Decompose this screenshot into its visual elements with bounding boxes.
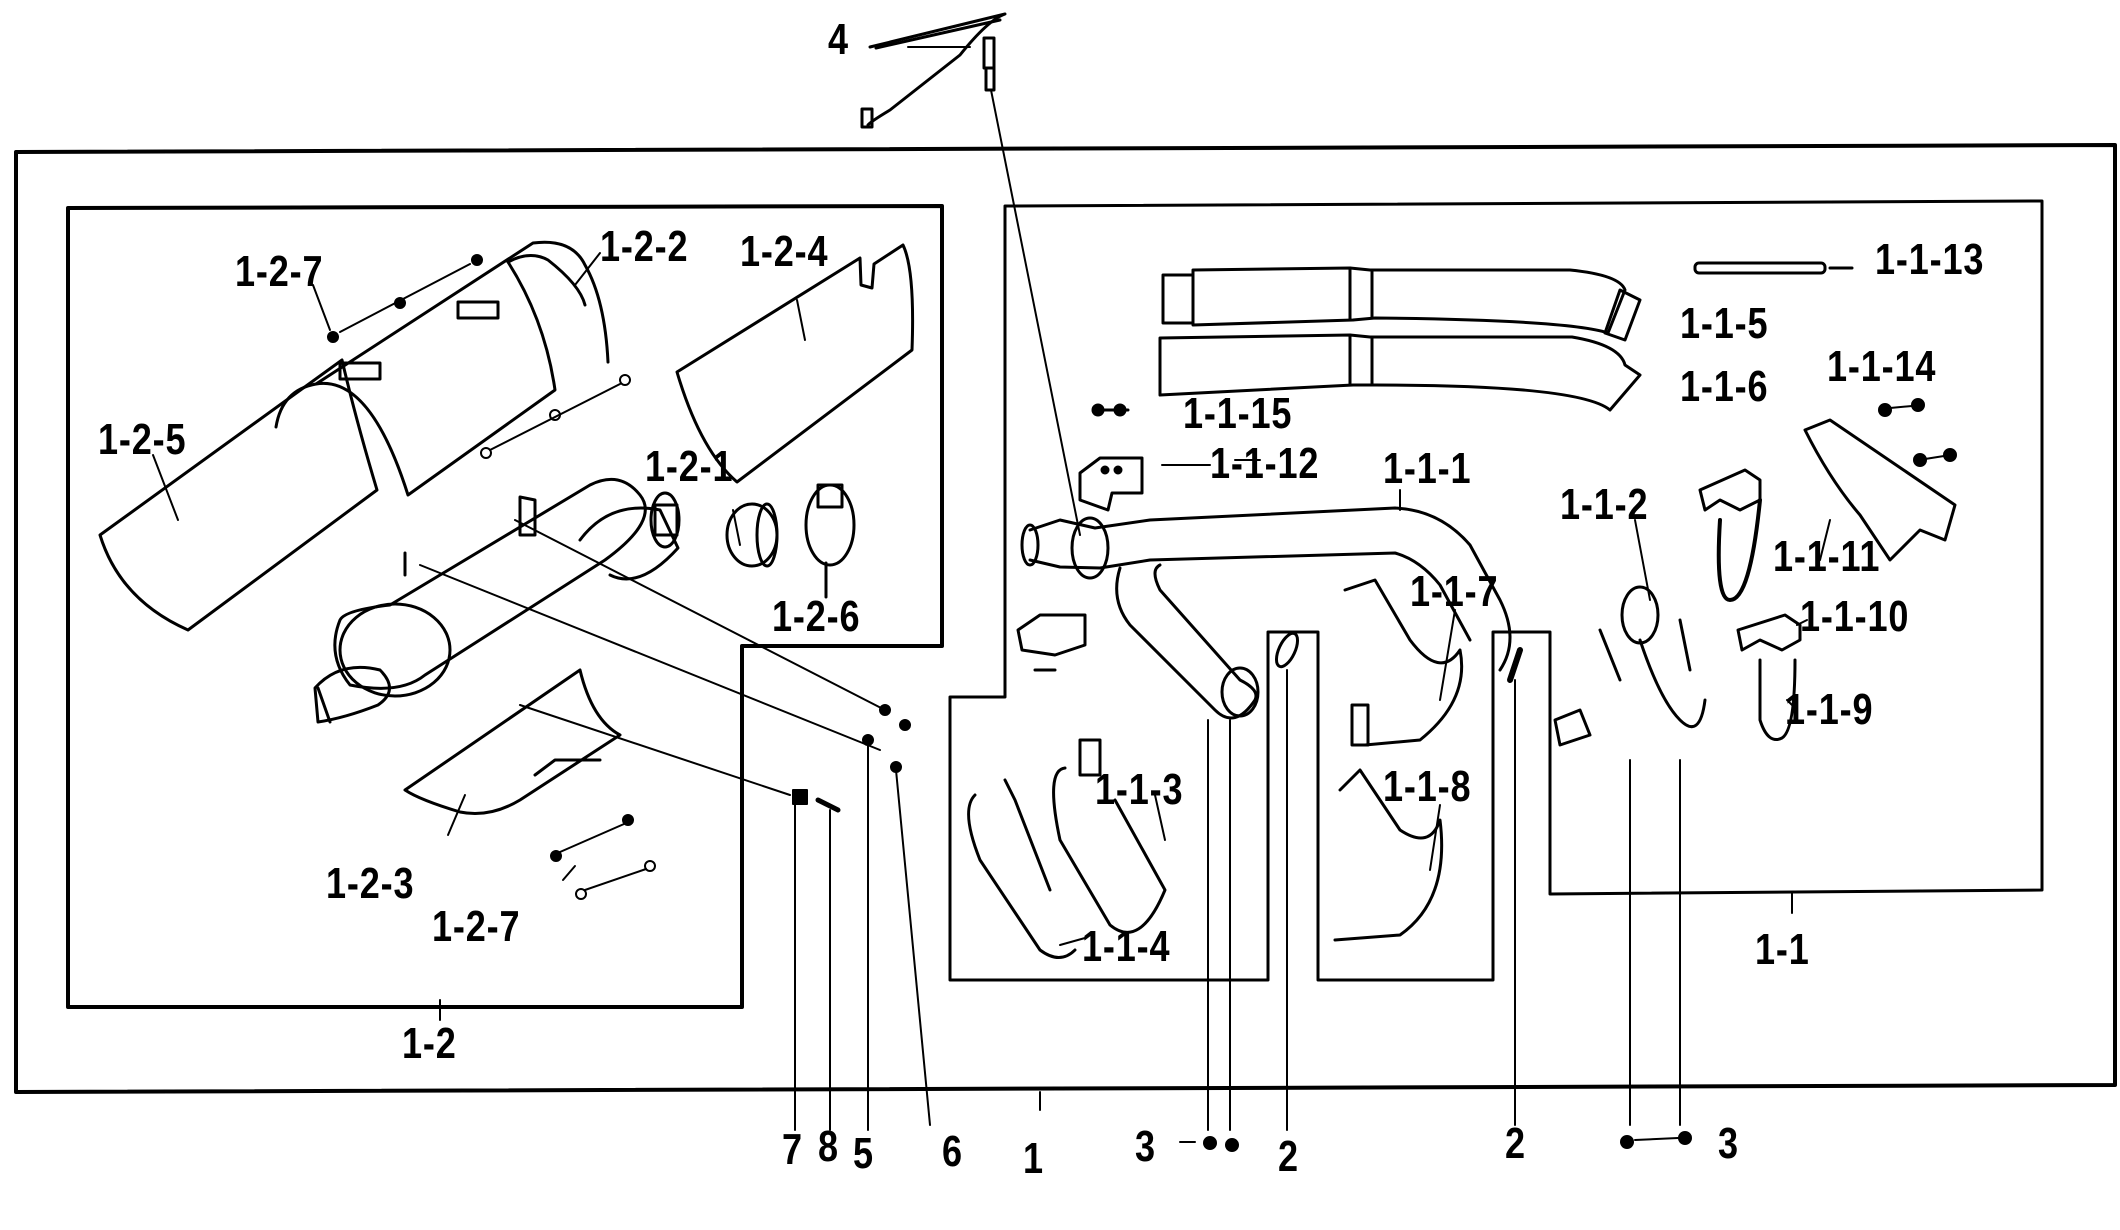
label-part-6: 6 bbox=[942, 1127, 963, 1176]
part-1-2-1 bbox=[725, 502, 779, 568]
pipe-1-1-7 bbox=[1343, 578, 1464, 747]
label-part-1-2-5: 1-2-5 bbox=[98, 415, 187, 464]
label-part-4: 4 bbox=[828, 15, 849, 64]
tube-1-1-6 bbox=[1158, 333, 1642, 412]
pipe-1-1-8 bbox=[1333, 768, 1444, 942]
clamp-1-1-10 bbox=[1736, 613, 1802, 652]
screws-1-2-7 bbox=[327, 254, 656, 900]
heat-shield-1-2-3 bbox=[403, 668, 622, 815]
bracket-1-1-11 bbox=[1803, 418, 1957, 562]
label-part-1-1-8: 1-1-8 bbox=[1383, 762, 1472, 811]
label-part-1-1-6: 1-1-6 bbox=[1680, 362, 1769, 411]
bracket-1-1-12 bbox=[1078, 456, 1144, 512]
label-part-5: 5 bbox=[853, 1129, 874, 1178]
o2-sensor-part-4 bbox=[860, 12, 1081, 536]
label-part-1-1-4: 1-1-4 bbox=[1082, 922, 1171, 971]
label-part-1-1-1: 1-1-1 bbox=[1383, 444, 1472, 493]
label-part-1-1-5: 1-1-5 bbox=[1680, 299, 1769, 348]
label-part-1-1-15: 1-1-15 bbox=[1183, 389, 1293, 438]
heat-shield-1-2-2 bbox=[274, 240, 610, 497]
label-part-1-2-7-top: 1-2-7 bbox=[235, 247, 324, 296]
label-assembly-1: 1 bbox=[1023, 1134, 1044, 1183]
assembly-1-2-frame bbox=[66, 204, 944, 1009]
label-part-7: 7 bbox=[782, 1125, 803, 1174]
label-part-1-2-1: 1-2-1 bbox=[645, 442, 734, 491]
assembly-1-1-frame bbox=[948, 199, 2044, 982]
label-part-8: 8 bbox=[818, 1122, 839, 1171]
label-part-2-left: 2 bbox=[1278, 1132, 1299, 1181]
muffler bbox=[313, 477, 681, 724]
label-part-1-1-12: 1-1-12 bbox=[1210, 439, 1320, 488]
label-part-1-2-4: 1-2-4 bbox=[740, 227, 829, 276]
label-part-1-1-2: 1-1-2 bbox=[1560, 480, 1649, 529]
label-assembly-1-2: 1-2 bbox=[402, 1019, 457, 1068]
label-part-3-right: 3 bbox=[1718, 1119, 1739, 1168]
nuts-part-3 bbox=[1203, 708, 1692, 1152]
clamp-1-2-6 bbox=[804, 483, 856, 599]
label-part-2-right: 2 bbox=[1505, 1119, 1526, 1168]
heat-shield-1-2-5 bbox=[98, 358, 379, 632]
label-part-1-2-6: 1-2-6 bbox=[772, 592, 861, 641]
label-part-1-1-3: 1-1-3 bbox=[1095, 765, 1184, 814]
gaskets-part-2 bbox=[1274, 631, 1523, 1131]
label-part-1-2-3: 1-2-3 bbox=[326, 859, 415, 908]
label-leaders bbox=[152, 46, 1831, 1143]
bolt-1-1-15 bbox=[1091, 403, 1130, 417]
clamp-top-1-1-11 bbox=[1698, 468, 1762, 602]
label-part-1-1-14: 1-1-14 bbox=[1827, 342, 1937, 391]
pipe-1-1-3 bbox=[1052, 738, 1167, 934]
heat-shield-1-2-4 bbox=[675, 243, 915, 484]
label-part-1-2-2: 1-2-2 bbox=[600, 222, 689, 271]
label-part-1-2-7-bottom: 1-2-7 bbox=[432, 902, 521, 951]
rod-1-1-13 bbox=[1693, 261, 1854, 275]
label-part-1-1-10: 1-1-10 bbox=[1800, 592, 1910, 641]
label-part-1-1-7: 1-1-7 bbox=[1410, 567, 1499, 616]
bolts-1-1-14 bbox=[1878, 398, 1957, 467]
assembly-1-frame bbox=[14, 143, 2117, 1094]
pipe-1-1-4 bbox=[967, 778, 1077, 959]
tube-1-1-5 bbox=[1161, 266, 1642, 342]
label-part-1-1-9: 1-1-9 bbox=[1785, 685, 1874, 734]
label-part-1-1-13: 1-1-13 bbox=[1875, 235, 1985, 284]
flange-1-1-2 bbox=[1598, 585, 1707, 729]
pipe-1-1-1 bbox=[1020, 506, 1512, 720]
label-part-3-left: 3 bbox=[1135, 1122, 1156, 1171]
u-bolt-1-1-9 bbox=[1758, 658, 1797, 741]
label-part-1-1-11: 1-1-11 bbox=[1773, 532, 1881, 581]
bracket-lower bbox=[1016, 613, 1087, 672]
leader-lines-fasteners bbox=[419, 519, 931, 1131]
label-assembly-1-1: 1-1 bbox=[1755, 925, 1810, 974]
